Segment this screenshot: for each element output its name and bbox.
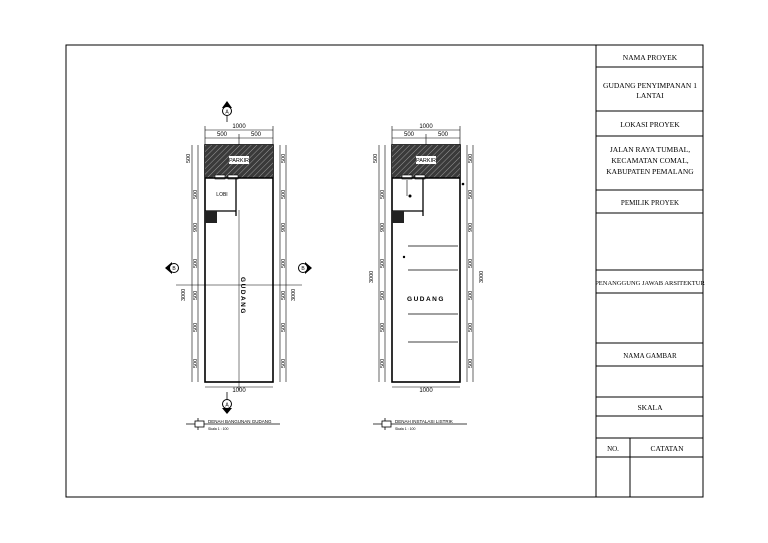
- plan-electrical: 1000 500 500 PARKIR GUDANG 500 500 900 5…: [369, 124, 485, 431]
- nama-proyek-line1: GUDANG PENYIMPANAN 1: [603, 81, 697, 90]
- side-dim-l-2: 500: [193, 190, 199, 199]
- side-dim-el-l-2: 500: [380, 190, 386, 199]
- column-block-electrical: [392, 211, 404, 223]
- side-dim-l-3: 900: [193, 223, 199, 232]
- lokasi-line2: KECAMATAN COMAL,: [611, 156, 688, 165]
- parkir-label-electrical: PARKIR: [416, 158, 436, 164]
- caption-building-title: DENAH BANGUNAN GUDANG: [208, 419, 272, 424]
- skala-label: SKALA: [637, 403, 663, 412]
- side-dim-r-3: 900: [281, 223, 287, 232]
- side-dim-l-5: 500: [193, 291, 199, 300]
- nama-proyek-label: NAMA PROYEK: [623, 53, 678, 62]
- side-dim-r-6: 500: [281, 323, 287, 332]
- side-dim-el-l-3: 900: [380, 223, 386, 232]
- section-marker-label: A: [225, 110, 229, 116]
- side-dim-el-l-6: 500: [380, 323, 386, 332]
- section-marker-top: A: [222, 101, 232, 122]
- gudang-label-electrical: GUDANG: [407, 296, 445, 303]
- side-dim-l-4: 500: [193, 259, 199, 268]
- side-dim-el-r-7: 500: [468, 359, 474, 368]
- section-marker-left: B: [165, 262, 179, 274]
- total-height-left: 3000: [181, 289, 187, 301]
- side-dim-el-r-3: 900: [468, 223, 474, 232]
- nama-gambar-label: NAMA GAMBAR: [623, 352, 677, 360]
- side-dim-r-2: 500: [281, 190, 287, 199]
- dim-total-bottom: 1000: [232, 388, 246, 394]
- dim-total-top-electrical: 1000: [419, 124, 433, 130]
- catatan-label: CATATAN: [651, 444, 685, 453]
- side-dim-r-7: 500: [281, 359, 287, 368]
- building-outline-electrical: [391, 144, 461, 383]
- total-height-el-left: 3000: [369, 271, 375, 283]
- side-dim-l-1: 500: [186, 154, 192, 163]
- dim-half-right: 500: [251, 132, 262, 138]
- no-label: NO.: [607, 445, 619, 453]
- title-block: NAMA PROYEK GUDANG PENYIMPANAN 1 LANTAI …: [595, 45, 705, 497]
- caption-building: DENAH BANGUNAN GUDANG Skala 1 : 100: [186, 418, 280, 431]
- side-dim-el-r-4: 500: [468, 259, 474, 268]
- lokasi-label: LOKASI PROYEK: [620, 120, 680, 129]
- dim-half-left-electrical: 500: [404, 132, 415, 138]
- caption-electrical-scale: Skala 1 : 100: [395, 427, 415, 431]
- total-height-right: 3000: [291, 289, 297, 301]
- lokasi-line1: JALAN RAYA TUMBAL,: [610, 145, 690, 154]
- side-dim-r-4: 500: [281, 259, 287, 268]
- side-dim-el-l-1: 500: [373, 154, 379, 163]
- lobi-label: LOBI: [216, 192, 227, 198]
- column-block: [205, 211, 217, 223]
- side-dim-r-5: 500: [281, 291, 287, 300]
- total-height-el-right: 3000: [479, 271, 485, 283]
- dim-half-left: 500: [217, 132, 228, 138]
- pemilik-label: PEMILIK PROYEK: [621, 199, 679, 207]
- sheet-border: [65, 44, 704, 498]
- section-mark-b-left: B: [172, 266, 176, 272]
- penanggung-label: PENANGGUNG JAWAB ARSITEKTUR: [595, 280, 705, 287]
- section-marker-label-bottom: A: [225, 403, 229, 409]
- plan-building: A 1000 500 500 PARKIR LOBI GUDANG: [165, 101, 312, 431]
- side-dim-el-r-2: 500: [468, 190, 474, 199]
- section-mark-b-right: B: [301, 266, 305, 272]
- dim-half-right-electrical: 500: [438, 132, 449, 138]
- side-dim-el-l-4: 500: [380, 259, 386, 268]
- caption-electrical-title: DENAH INSTALASI LISTRIK: [395, 419, 453, 424]
- gudang-label: GUDANG: [239, 277, 246, 315]
- nama-proyek-line2: LANTAI: [636, 91, 664, 100]
- lokasi-line3: KABUPATEN PEMALANG: [606, 167, 694, 176]
- side-dim-el-r-1: 500: [468, 154, 474, 163]
- dim-total-top: 1000: [232, 124, 246, 130]
- side-dim-l-7: 500: [193, 359, 199, 368]
- side-dim-l-6: 500: [193, 323, 199, 332]
- side-dim-el-r-5: 500: [468, 291, 474, 300]
- parkir-label: PARKIR: [229, 158, 249, 164]
- side-dim-el-r-6: 500: [468, 323, 474, 332]
- section-marker-right: B: [298, 262, 312, 274]
- dim-total-bottom-electrical: 1000: [419, 388, 433, 394]
- side-dim-el-l-5: 500: [380, 291, 386, 300]
- caption-building-scale: Skala 1 : 100: [208, 427, 228, 431]
- caption-electrical: DENAH INSTALASI LISTRIK Skala 1 : 100: [373, 418, 467, 431]
- side-dim-r-1: 500: [281, 154, 287, 163]
- section-marker-bottom: A: [222, 392, 232, 414]
- side-dim-el-l-7: 500: [380, 359, 386, 368]
